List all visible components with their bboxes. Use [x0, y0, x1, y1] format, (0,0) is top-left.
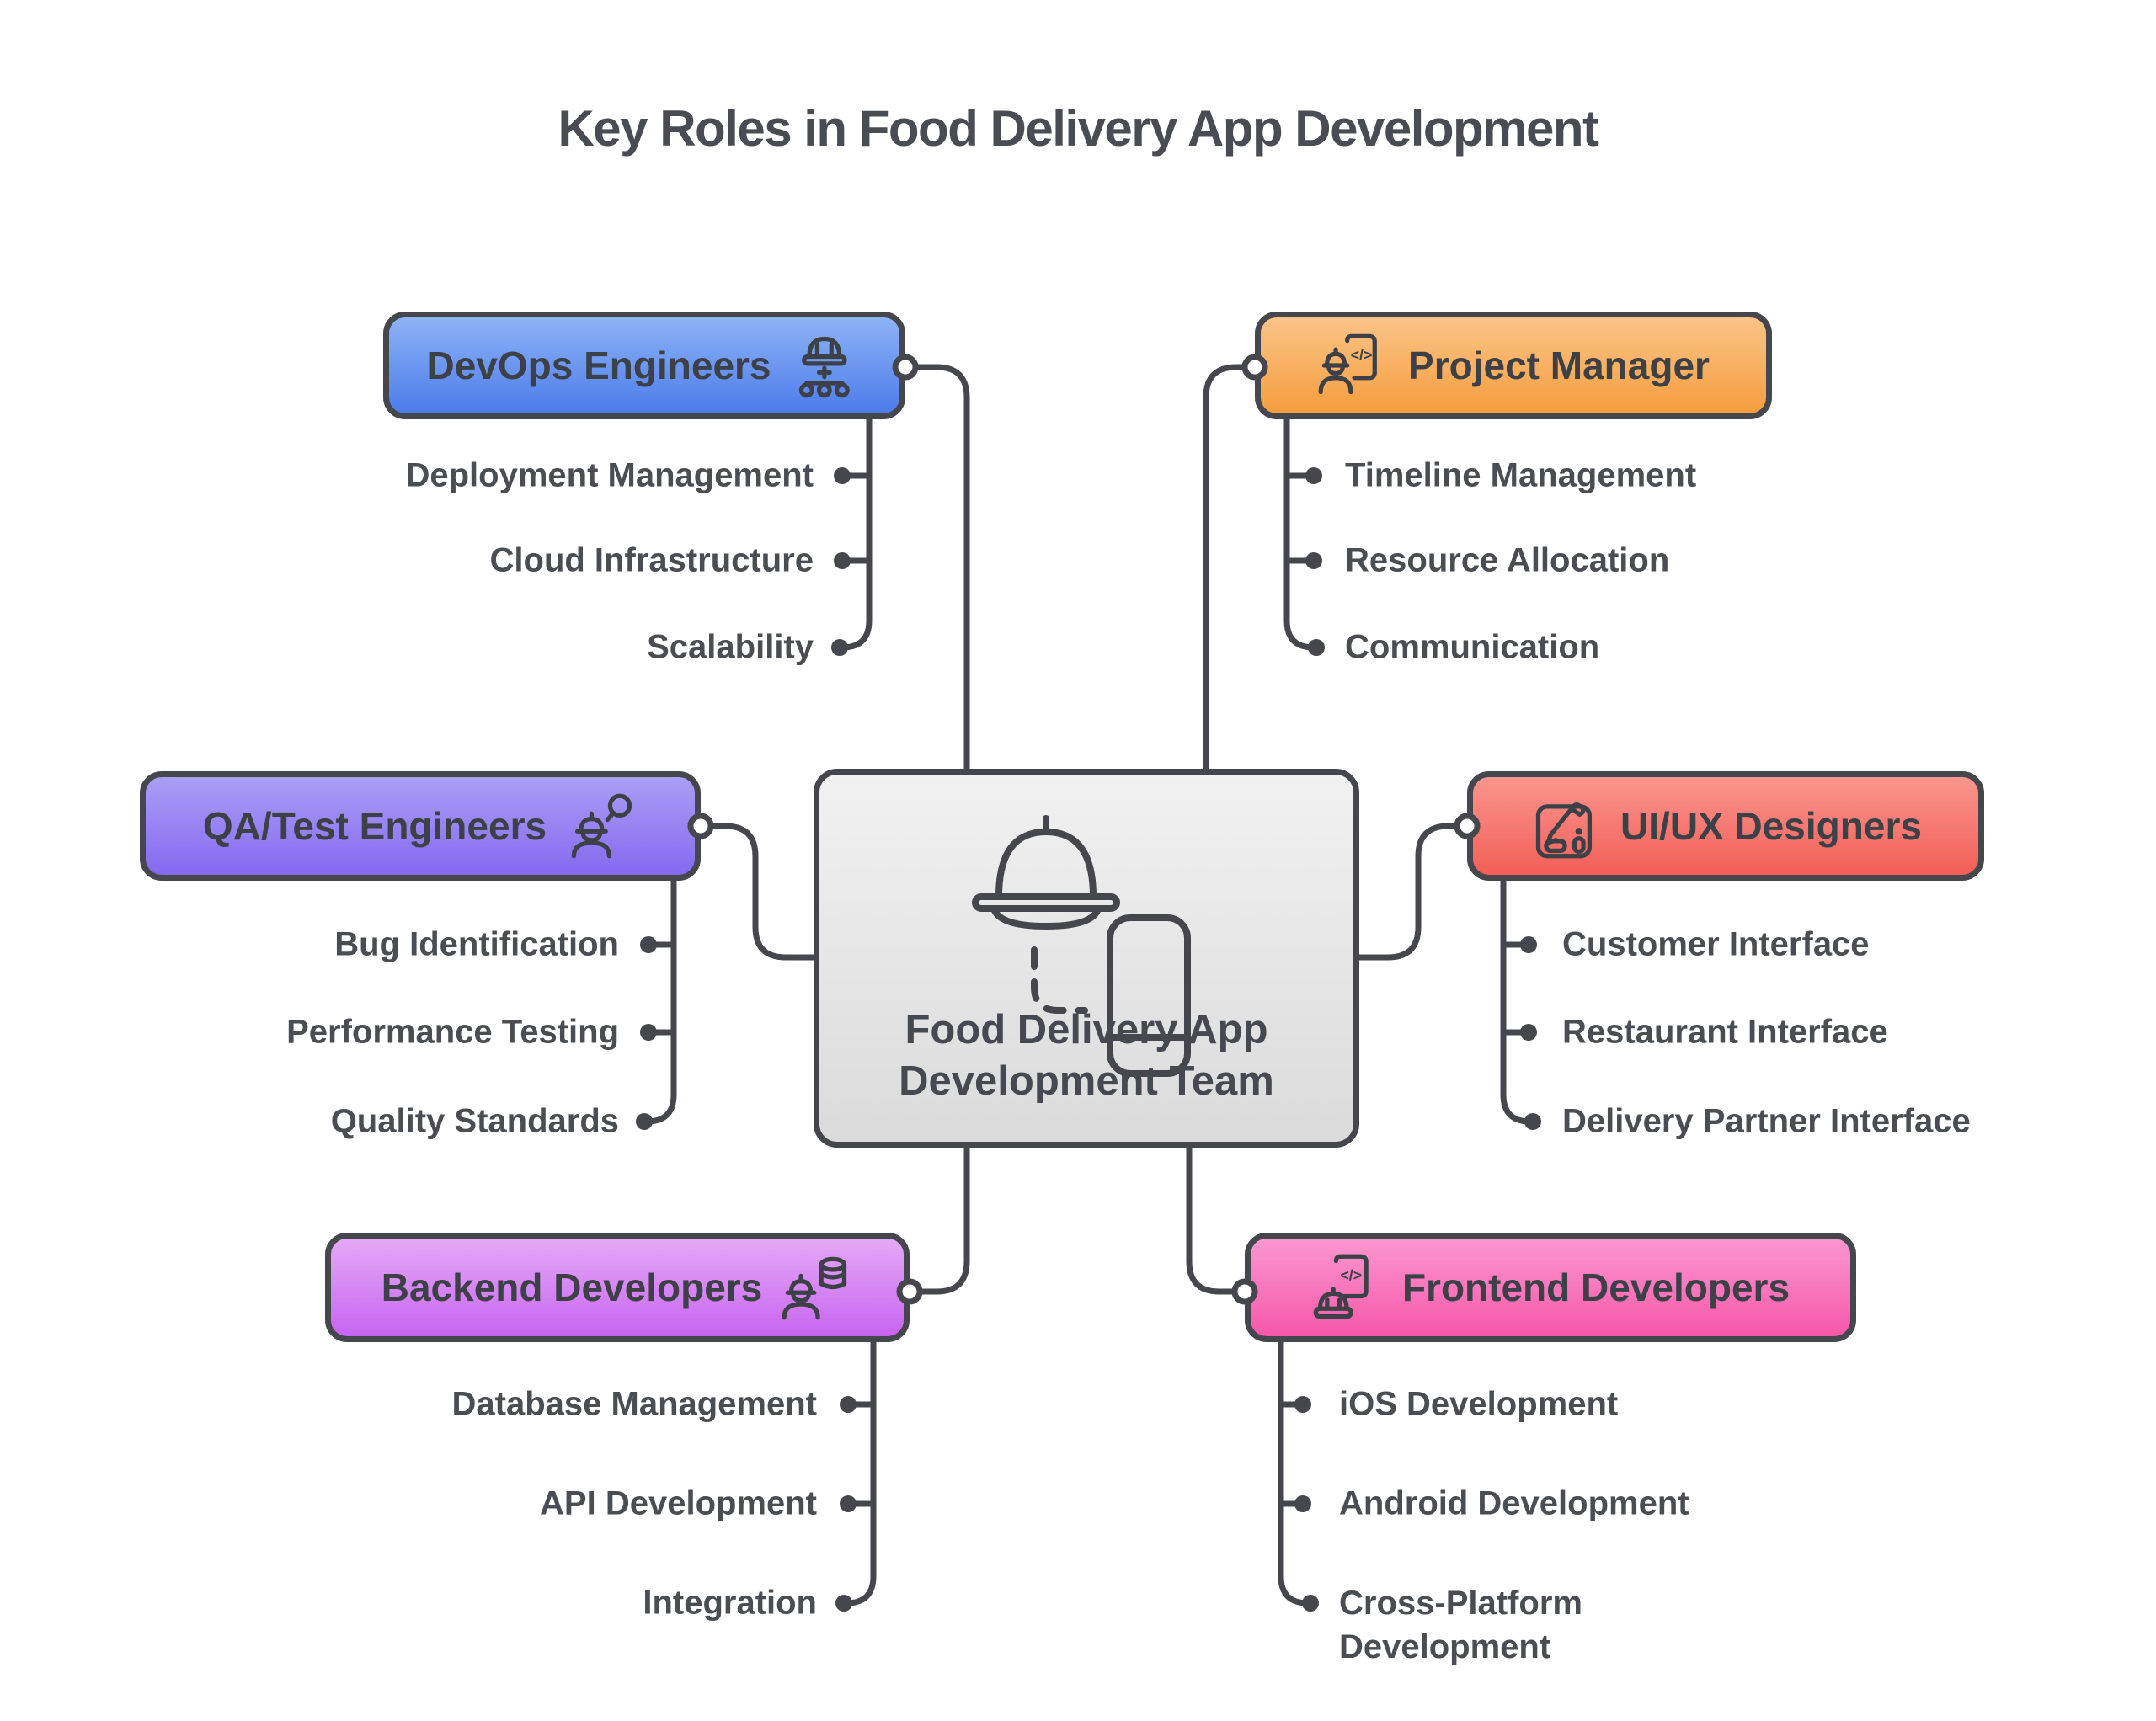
role-item: Integration	[643, 1584, 817, 1622]
svg-text:</>: </>	[1340, 1267, 1362, 1284]
connector-backend-center	[906, 1144, 970, 1295]
role-item: Bug Identification	[334, 925, 619, 963]
role-item: Cloud Infrastructure	[489, 541, 814, 579]
role-label: Project Manager	[1408, 344, 1710, 387]
tablet-pencil-icon	[1535, 802, 1593, 859]
code-doc-hardhat-icon: </>	[1313, 1254, 1369, 1319]
role-item: Restaurant Interface	[1562, 1013, 1888, 1051]
role-label: UI/UX Designers	[1620, 804, 1922, 848]
connector-qa-center	[697, 823, 817, 961]
role-card-uiux: UI/UX Designers	[1467, 771, 1984, 881]
role-item: Android Development	[1339, 1484, 1689, 1522]
hardhat-sitemap-icon	[798, 336, 850, 398]
center-node: Food Delivery App Development Team	[814, 769, 1359, 1148]
engineer-magnifier-icon	[571, 793, 632, 859]
role-item: Customer Interface	[1562, 925, 1870, 963]
connector-frontend-center	[1186, 1144, 1248, 1295]
role-item: Quality Standards	[330, 1102, 619, 1140]
branch-qa	[643, 877, 677, 1125]
center-label-line1: Food Delivery App	[905, 1006, 1268, 1052]
role-label: Backend Developers	[381, 1265, 763, 1309]
role-item: Timeline Management	[1345, 456, 1697, 494]
svg-text:</>: </>	[1351, 347, 1373, 364]
role-card-frontend: </> Frontend Developers	[1245, 1233, 1856, 1342]
role-label: Frontend Developers	[1401, 1265, 1790, 1309]
role-item: iOS Development	[1339, 1385, 1619, 1423]
branch-devops	[839, 416, 873, 651]
role-item: API Development	[540, 1484, 817, 1522]
role-item: Delivery Partner Interface	[1562, 1102, 1971, 1140]
role-item: Cross-Platform Development	[1339, 1585, 1582, 1665]
branch-frontend	[1278, 1339, 1311, 1606]
role-label: DevOps Engineers	[426, 344, 771, 387]
connector-pm-center	[1203, 364, 1258, 772]
connector-uiux-center	[1356, 823, 1470, 961]
role-card-devops: DevOps Engineers	[383, 312, 905, 419]
role-item: Resource Allocation	[1345, 541, 1670, 579]
branch-backend	[843, 1339, 877, 1606]
center-node-label: Food Delivery App Development Team	[819, 1004, 1353, 1108]
role-item: Performance Testing	[286, 1013, 619, 1051]
center-label-line2: Development Team	[899, 1058, 1274, 1105]
branch-pm	[1283, 416, 1317, 651]
role-card-qa: QA/Test Engineers	[140, 771, 701, 881]
role-item: Communication	[1345, 628, 1600, 666]
role-label: QA/Test Engineers	[202, 804, 547, 848]
engineer-code-doc-icon: </>	[1318, 333, 1377, 395]
role-item: Deployment Management	[405, 456, 814, 494]
cloche-phone-icon	[972, 815, 1191, 1077]
role-card-backend: Backend Developers	[325, 1233, 910, 1342]
role-item: Database Management	[451, 1385, 817, 1423]
page-title: Key Roles in Food Delivery App Developme…	[558, 100, 1599, 157]
engineer-database-icon	[782, 1256, 847, 1320]
connector-devops-center	[902, 364, 970, 772]
role-item: Scalability	[647, 628, 814, 666]
branch-uiux	[1500, 877, 1534, 1125]
role-card-project-manager: </> Project Manager	[1255, 312, 1772, 419]
